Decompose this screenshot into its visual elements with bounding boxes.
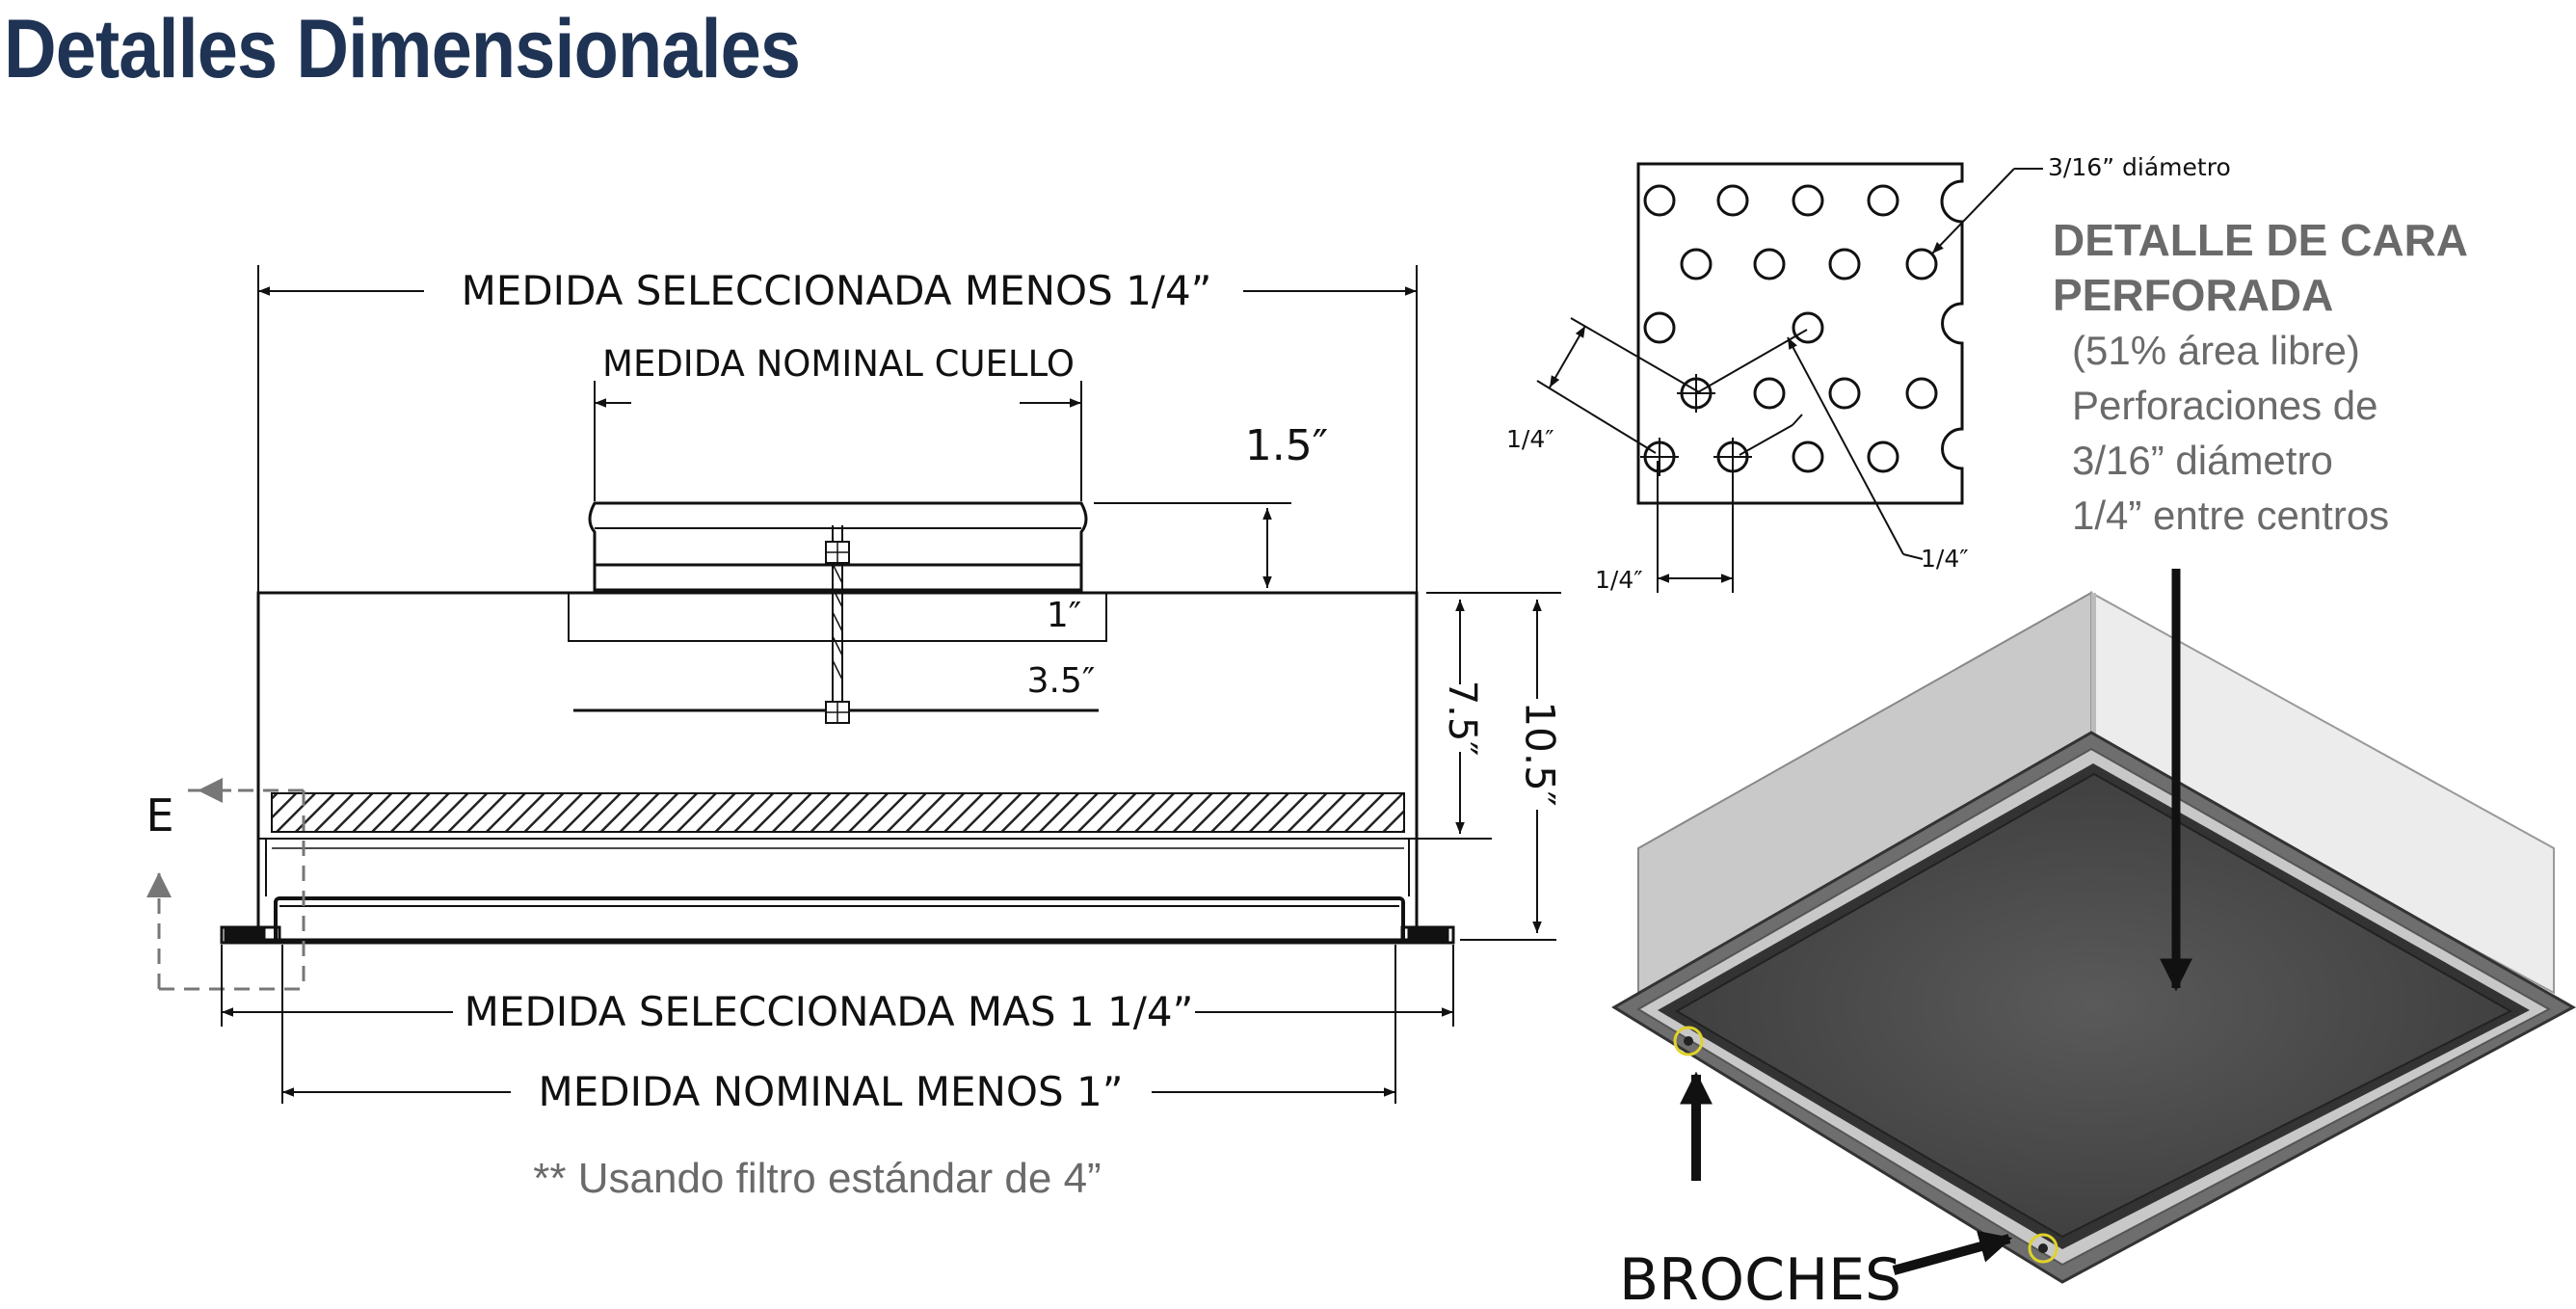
page-title: Detalles Dimensionales [4, 3, 801, 95]
spacing-diag-right-label: 1/4″ [1921, 545, 1969, 573]
perforated-face-note-4: 1/4” entre centros [2072, 493, 2389, 538]
perforation-hole [1905, 248, 1938, 280]
spacing-diag-left-label: 1/4″ [1506, 425, 1554, 453]
fastener-right [2028, 1233, 2058, 1264]
perforation-hole [1716, 184, 1749, 217]
perforation-hole [1828, 377, 1861, 410]
perforated-face-note-3: 3/16” diámetro [2072, 438, 2333, 483]
perforated-face-note-1: (51% área libre) [2072, 328, 2360, 373]
filter-note: ** Usando filtro estándar de 4” [533, 1155, 1101, 1202]
perforation-holes [1640, 184, 1938, 476]
hole-diameter-label: 3/16” diámetro [2048, 153, 2231, 181]
neck-width-label: MEDIDA NOMINAL CUELLO [602, 343, 1075, 385]
neck-height-label: 1.5″ [1245, 421, 1328, 470]
perforation-hole [1792, 184, 1824, 217]
inner-1-label: 1″ [1047, 596, 1081, 635]
inner-3-5-label: 3.5″ [1027, 661, 1096, 701]
nominal-minus-label: MEDIDA NOMINAL MENOS 1” [539, 1068, 1124, 1115]
perforated-face-note-2: Perforaciones de [2072, 383, 2378, 428]
perforation-hole [1643, 311, 1676, 344]
flange-width-label: MEDIDA SELECCIONADA MAS 1 1/4” [465, 988, 1194, 1035]
perforation-hole [1792, 441, 1824, 473]
height-7-5-label: 7.5″ [1440, 681, 1484, 757]
perforation-detail [1536, 162, 2043, 593]
perforation-hole [1867, 184, 1899, 217]
overall-width-label: MEDIDA SELECCIONADA MENOS 1/4” [462, 267, 1212, 314]
height-10-5-label: 10.5″ [1517, 701, 1564, 806]
perforated-face-heading-1: DETALLE DE CARA [2053, 215, 2468, 265]
isometric-view [1611, 569, 2576, 1284]
perforation-hole [1867, 441, 1899, 473]
side-view [146, 265, 1561, 1104]
perforation-hole [1905, 377, 1938, 410]
perforation-hole [1753, 377, 1786, 410]
perforation-hole [1828, 248, 1861, 280]
spacing-bottom-label: 1/4″ [1595, 566, 1643, 594]
perforation-hole [1792, 311, 1824, 344]
fasteners-label: BROCHES [1619, 1246, 1901, 1309]
fastener-left [1673, 1026, 1704, 1056]
section-mark-label: E [146, 789, 173, 842]
perforated-face-heading-2: PERFORADA [2053, 270, 2333, 320]
center-mark [1640, 438, 1679, 476]
perforation-hole [1680, 248, 1713, 280]
perforation-hole [1643, 184, 1676, 217]
perforation-hole [1753, 248, 1786, 280]
